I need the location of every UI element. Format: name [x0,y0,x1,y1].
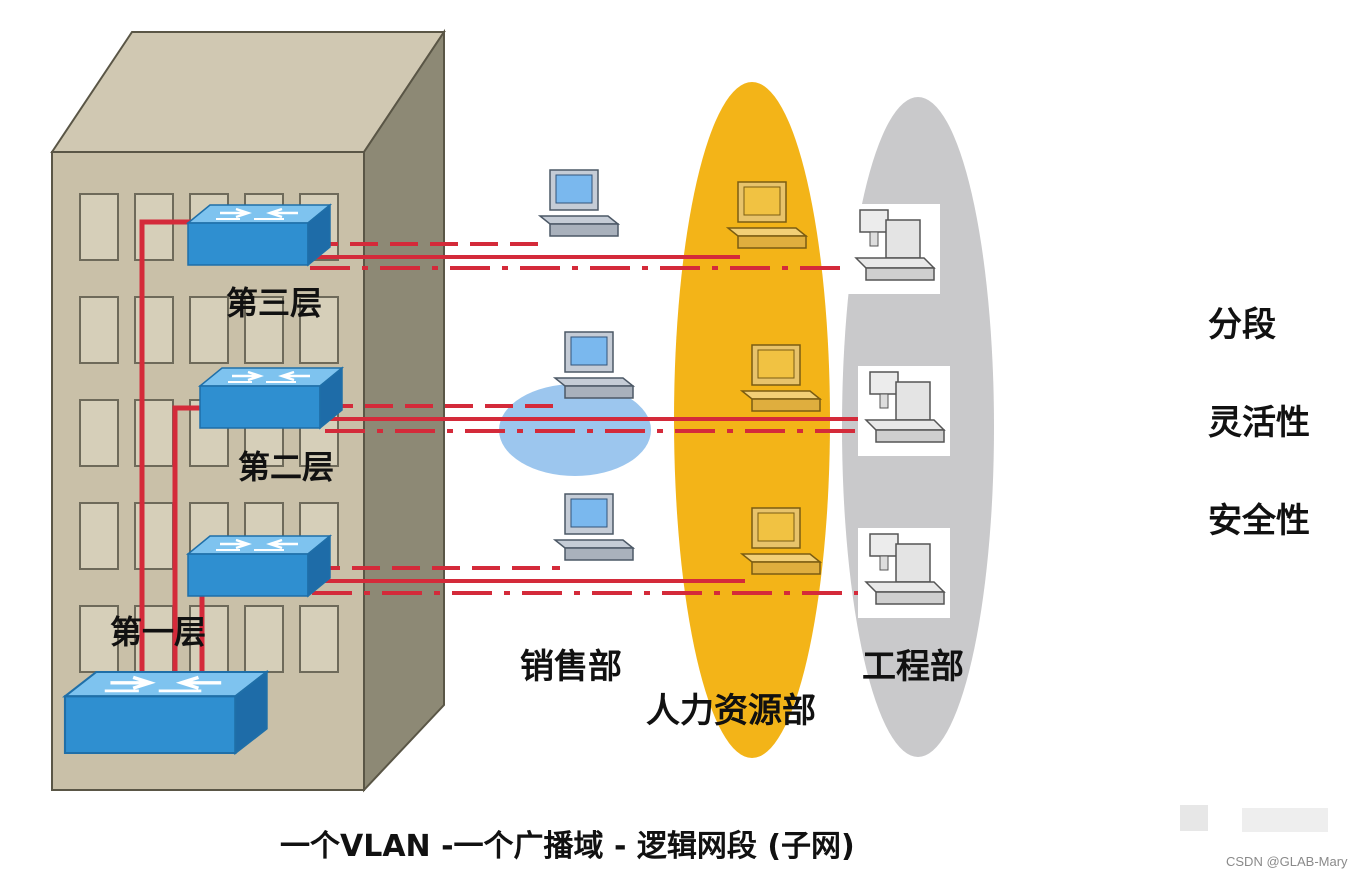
sales-pc-first-floor [554,493,634,561]
diagram-caption: 一个VLAN -一个广播域 - 逻辑网段 (子网) [280,829,855,864]
department-label-hr: 人力资源部 [646,691,816,731]
core-switch [63,670,269,755]
switch-first-floor [186,534,332,598]
sales-pc-third-floor [539,169,619,237]
switch-third-floor [186,203,332,267]
department-label-engineering: 工程部 [862,647,964,687]
floor-label-first: 第一层 [110,613,206,651]
network-links [310,242,870,595]
engineering-pc-third-floor [847,203,941,295]
floor-label-second: 第二层 [238,448,334,486]
sales-pc-second-floor [554,331,634,399]
engineering-pc-first-floor [857,527,951,619]
switch-second-floor [198,366,344,430]
engineering-pc-second-floor [857,365,951,457]
building-side [363,28,445,793]
blurred-logo [1180,805,1328,832]
department-label-sales: 销售部 [520,647,622,687]
property-security: 安全性 [1208,501,1310,541]
floor-label-third: 第三层 [226,284,322,322]
property-segmentation: 分段 [1208,305,1276,345]
property-flexibility: 灵活性 [1208,403,1310,443]
watermark: CSDN @GLAB-Mary [1226,854,1348,869]
